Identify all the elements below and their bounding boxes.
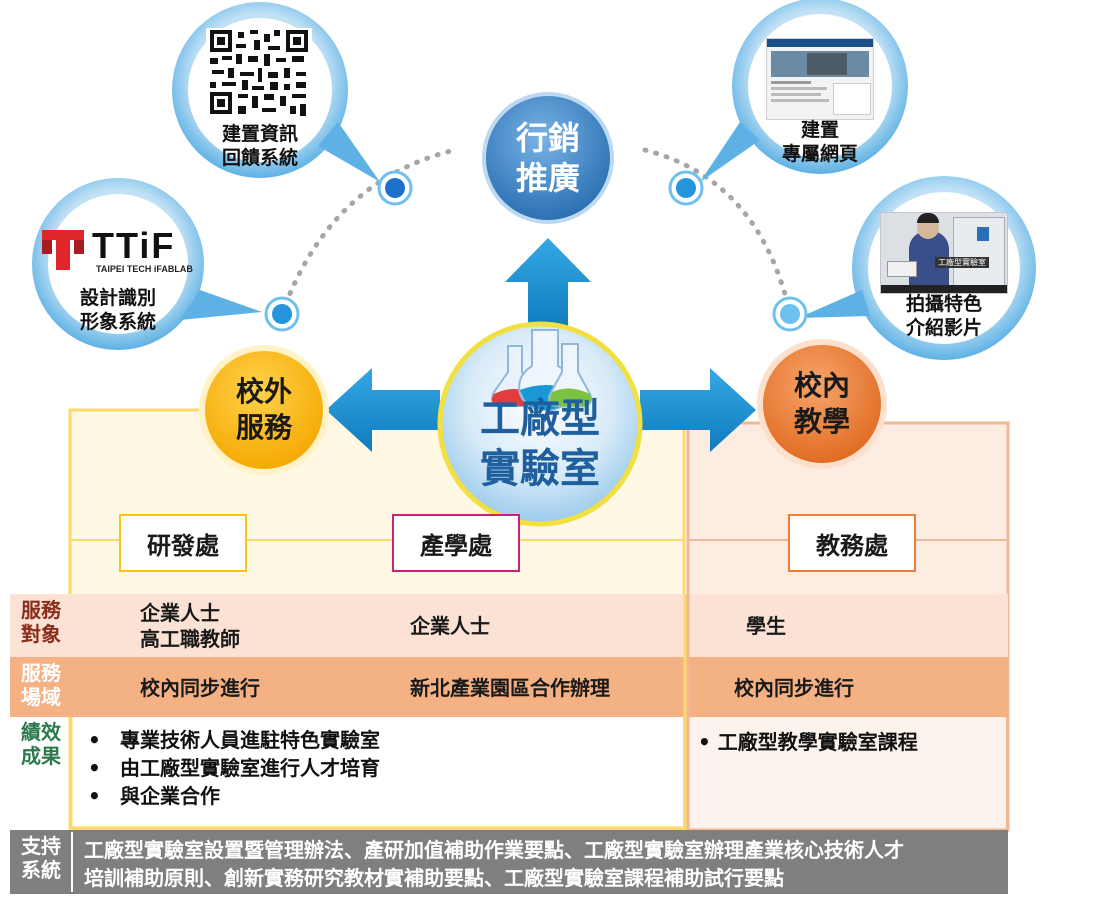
bubble-design — [32, 178, 262, 350]
row-label-results: 績效成果 — [21, 720, 61, 768]
logo-subtext: TAIPEI TECH iFABLAB — [96, 264, 193, 274]
bubble-web-label: 建置專屬網頁 — [781, 119, 858, 165]
target-rd: 企業人士高工職教師 — [140, 601, 240, 651]
row-label-target: 服務對象 — [21, 598, 61, 646]
video-caption: 工廠型實驗室 — [935, 257, 989, 268]
row-target-band — [10, 594, 1008, 657]
row-label-venue: 服務場域 — [21, 661, 61, 709]
dept-industry: 產學處 — [394, 516, 518, 570]
center-title: 工廠型實驗室 — [480, 396, 600, 492]
results-external-list: 專業技術人員進駐特色實驗室 由工廠型實驗室進行人才培育 與企業合作 — [86, 726, 380, 810]
bubble-qr-label: 建置資訊回饋系統 — [221, 123, 298, 169]
marketing-label: 行銷推廣 — [515, 119, 580, 197]
target-industry: 企業人士 — [410, 614, 490, 638]
external-service-label: 校外服務 — [235, 375, 292, 444]
bubble-video-label: 拍攝特色介紹影片 — [905, 293, 982, 339]
qr-code-image — [206, 28, 312, 118]
marketing-circle — [482, 92, 614, 224]
external-circle — [199, 345, 329, 475]
video-thumbnail: 工廠型實驗室 — [880, 212, 1008, 294]
flask-icon — [491, 329, 593, 412]
support-text: 工廠型實驗室設置暨管理辦法、產研加值補助作業要點、工廠型實驗室辦理產業核心技術人… — [84, 838, 904, 890]
arrow-up — [505, 238, 591, 330]
ttif-logo: TTiF TAIPEI TECH iFABLAB — [40, 226, 198, 276]
internal-circle — [757, 339, 887, 469]
arrow-left — [326, 368, 440, 452]
node-dots — [264, 170, 808, 332]
target-academic: 學生 — [746, 614, 786, 638]
arrow-right — [640, 368, 756, 452]
website-thumbnail — [766, 38, 874, 120]
support-label: 支持系統 — [21, 834, 61, 882]
list-item: 與企業合作 — [86, 782, 380, 810]
list-item: 由工廠型實驗室進行人才培育 — [86, 754, 380, 782]
support-bar — [10, 830, 1008, 894]
venue-industry: 新北產業園區合作辦理 — [410, 676, 610, 700]
logo-wordmark: TTiF — [92, 225, 176, 266]
venue-rd: 校內同步進行 — [140, 676, 260, 700]
bubble-design-label: 設計識別形象系統 — [79, 287, 156, 333]
venue-academic: 校內同步進行 — [734, 676, 854, 700]
dept-academic: 教務處 — [790, 516, 914, 570]
internal-teaching-label: 校內教學 — [793, 369, 850, 438]
results-internal: • 工廠型教學實驗室課程 — [698, 730, 918, 754]
center-circle — [437, 321, 643, 527]
row-venue-band — [10, 657, 1008, 717]
list-item: 專業技術人員進駐特色實驗室 — [86, 726, 380, 754]
dept-rd: 研發處 — [121, 516, 245, 570]
